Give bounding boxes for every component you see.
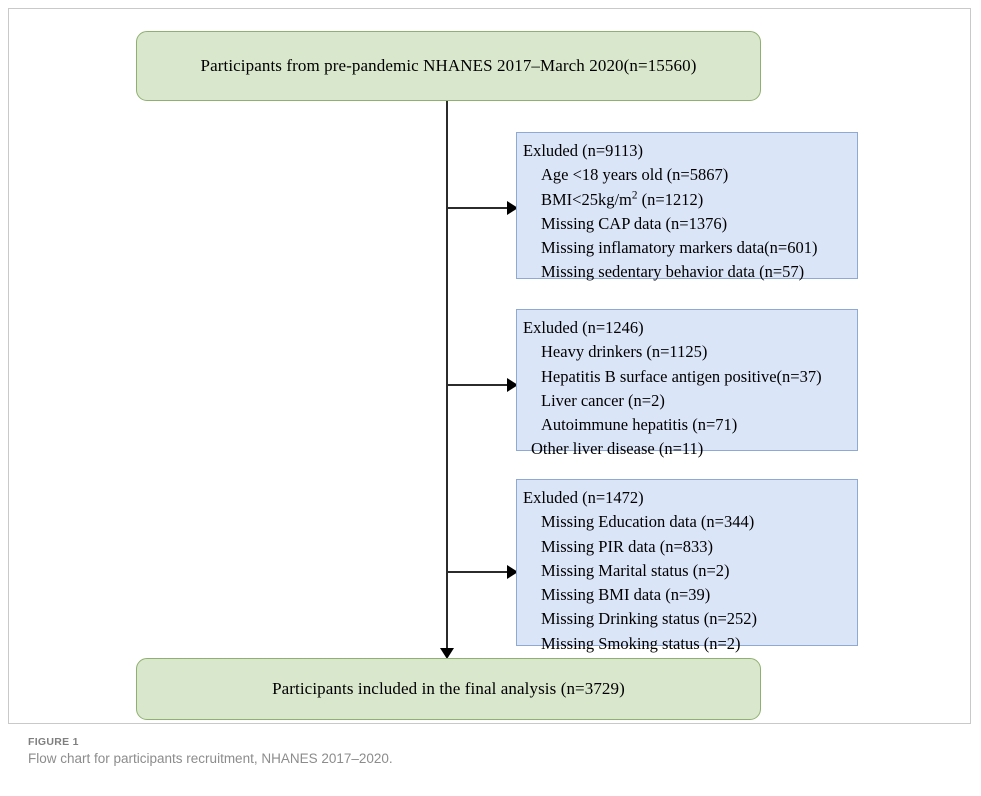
flow-start-box: Participants from pre-pandemic NHANES 20…	[136, 31, 761, 101]
exclusion-box-1-item-2: BMI<25kg/m2 (n=1212)	[541, 189, 704, 209]
exclusion-box-2-item-3: Liver cancer (n=2)	[541, 390, 665, 410]
exclusion-box-3-item-3: Missing Marital status (n=2)	[541, 560, 730, 580]
flow-branch-arrow-1	[507, 201, 518, 215]
flow-start-box-label: Participants from pre-pandemic NHANES 20…	[200, 56, 697, 75]
exclusion-box-2-item-4: Autoimmune hepatitis (n=71)	[541, 415, 738, 434]
exclusion-box-3-item-2: Missing PIR data (n=833)	[541, 536, 714, 556]
exclusion-box-3-item-6: Missing Smoking status (n=2)	[541, 633, 741, 653]
exclusion-box-1-item-4: Missing inflamatory markers data(n=601)	[541, 238, 818, 257]
figure-number: FIGURE 1	[28, 736, 79, 748]
exclusion-box-2-heading: Exluded (n=1246)	[523, 318, 644, 337]
exclusion-box-3-heading: Exluded (n=1472)	[523, 488, 644, 507]
figure-caption-text: Flow chart for participants recruitment,…	[28, 751, 393, 766]
flow-trunk-line	[446, 101, 448, 656]
exclusion-box-2-item-1: Heavy drinkers (n=1125)	[541, 342, 708, 362]
exclusion-box-1-heading: Exluded (n=9113)	[523, 141, 644, 160]
flow-branch-line-2	[446, 384, 509, 386]
exclusion-box-3-item-5: Missing Drinking status (n=252)	[541, 609, 758, 629]
superscript-two: 2	[631, 189, 638, 201]
exclusion-box-2-item-5: Other liver disease (n=11)	[531, 439, 704, 459]
exclusion-box-2: Exluded (n=1246) Heavy drinkers (n=1125)…	[516, 309, 858, 458]
exclusion-box-3-item-1: Missing Education data (n=344)	[541, 512, 755, 532]
flow-branch-line-1	[446, 207, 509, 209]
flow-end-arrow	[440, 648, 454, 659]
flow-branch-arrow-3	[507, 565, 518, 579]
flow-end-box: Participants included in the final analy…	[136, 658, 761, 720]
flow-end-box-label: Participants included in the final analy…	[272, 679, 625, 698]
flow-branch-line-3	[446, 571, 509, 573]
exclusion-box-3: Exluded (n=1472) Missing Education data …	[516, 479, 858, 653]
exclusion-box-3-item-4: Missing BMI data (n=39)	[541, 585, 711, 604]
figure-caption: FIGURE 1 Flow chart for participants rec…	[28, 736, 728, 766]
exclusion-box-2-item-2: Hepatitis B surface antigen positive(n=3…	[541, 366, 822, 386]
flow-branch-arrow-2	[507, 378, 518, 392]
exclusion-box-1-item-3: Missing CAP data (n=1376)	[541, 213, 728, 233]
figure-frame: Participants from pre-pandemic NHANES 20…	[8, 8, 971, 724]
exclusion-box-1-item-1: Age <18 years old (n=5867)	[541, 165, 729, 185]
exclusion-box-1-item-5: Missing sedentary behavior data (n=57)	[541, 262, 805, 282]
exclusion-box-1: Exluded (n=9113) Age <18 years old (n=58…	[516, 132, 858, 281]
